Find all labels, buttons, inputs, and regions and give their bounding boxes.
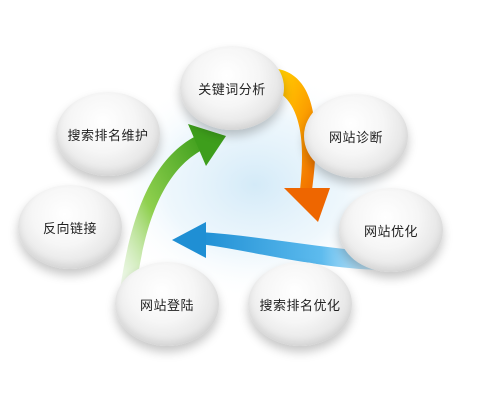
node-backlinks-label: 反向链接 [42, 221, 97, 237]
node-site-optimization-label: 网站优化 [363, 224, 418, 240]
node-site-diagnosis-label: 网站诊断 [328, 130, 383, 146]
node-site-optimization: 网站优化 [339, 188, 443, 272]
arrow-keyword-to-optimize [262, 68, 330, 222]
node-backlinks: 反向链接 [18, 185, 122, 269]
node-keyword-analysis: 关键词分析 [180, 46, 284, 130]
node-site-submission: 网站登陆 [115, 262, 219, 346]
node-site-submission-label: 网站登陆 [139, 298, 194, 314]
node-keyword-analysis-label: 关键词分析 [198, 82, 266, 98]
node-site-diagnosis: 网站诊断 [304, 94, 408, 178]
arrow-optimize-to-login [172, 222, 402, 271]
node-ranking-optimization-label: 搜索排名优化 [259, 298, 341, 314]
node-ranking-maintenance: 搜索排名维护 [56, 92, 160, 176]
node-ranking-maintenance-label: 搜索排名维护 [67, 128, 149, 144]
node-ranking-optimization: 搜索排名优化 [248, 262, 352, 346]
arrow-login-to-keyword [120, 124, 226, 290]
